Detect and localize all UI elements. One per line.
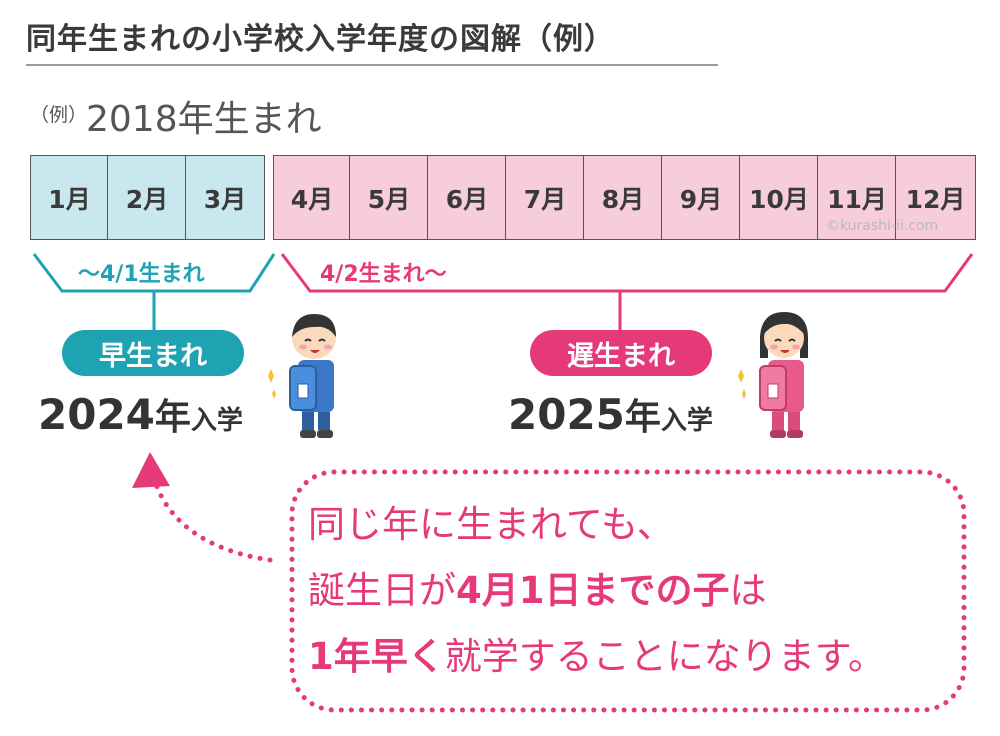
month-cell-3: 3月 [185, 155, 265, 240]
early-year-number: 2024 [38, 390, 155, 439]
late-enter-label: 入学 [660, 406, 713, 436]
dotted-arrow-path [153, 481, 273, 563]
note-border [289, 469, 967, 713]
month-timeline: 1月 2月 3月 4月 5月 6月 7月 8月 9月 10月 11月 12月 [30, 155, 976, 240]
late-entry-year: 2025年入学 [508, 388, 713, 440]
note-line-2: 誕生日が4月1日までの子は [308, 560, 767, 614]
month-cell-10: 10月 [739, 155, 819, 240]
month-cell-1: 1月 [30, 155, 109, 240]
late-bracket [280, 253, 974, 293]
month-cell-7: 7月 [505, 155, 585, 240]
month-cell-6: 6月 [427, 155, 507, 240]
note-line-2-highlight: 4月1日までの子 [456, 569, 730, 612]
example-year-label: 2018年生まれ [86, 99, 322, 140]
arrow-head [132, 452, 170, 488]
early-badge: 早生まれ [62, 330, 244, 376]
late-badge: 遅生まれ [530, 330, 712, 376]
late-range-label: 4/2生まれ〜 [320, 262, 447, 287]
page-title: 同年生まれの小学校入学年度の図解（例） [26, 22, 615, 57]
month-cell-12: 12月 [895, 155, 976, 240]
girl-illustration [738, 312, 808, 438]
note-line-2-c: は [729, 569, 767, 612]
note-line-2-a: 誕生日が [308, 569, 456, 612]
month-cell-11: 11月 [817, 155, 897, 240]
boy-illustration [268, 314, 336, 438]
early-year-suffix: 年 [154, 397, 191, 438]
month-cell-4: 4月 [273, 155, 351, 240]
note-line-3-highlight: 1年早く [308, 635, 445, 678]
watermark: ©kurashi-ii.com [826, 218, 939, 234]
month-cell-8: 8月 [583, 155, 663, 240]
example-tag: （例） [30, 104, 88, 126]
late-year-suffix: 年 [624, 397, 661, 438]
note-line-3-rest: 就学することになります。 [444, 635, 886, 678]
early-enter-label: 入学 [190, 406, 243, 436]
early-range-label: 〜4/1生まれ [78, 262, 205, 287]
note-line-3: 1年早く就学することになります。 [308, 626, 885, 680]
early-entry-year: 2024年入学 [38, 388, 243, 440]
note-line-1: 同じ年に生まれても、 [308, 503, 674, 546]
month-cell-2: 2月 [107, 155, 187, 240]
early-bracket [32, 253, 276, 293]
title-divider [26, 64, 718, 66]
late-year-number: 2025 [508, 390, 625, 439]
